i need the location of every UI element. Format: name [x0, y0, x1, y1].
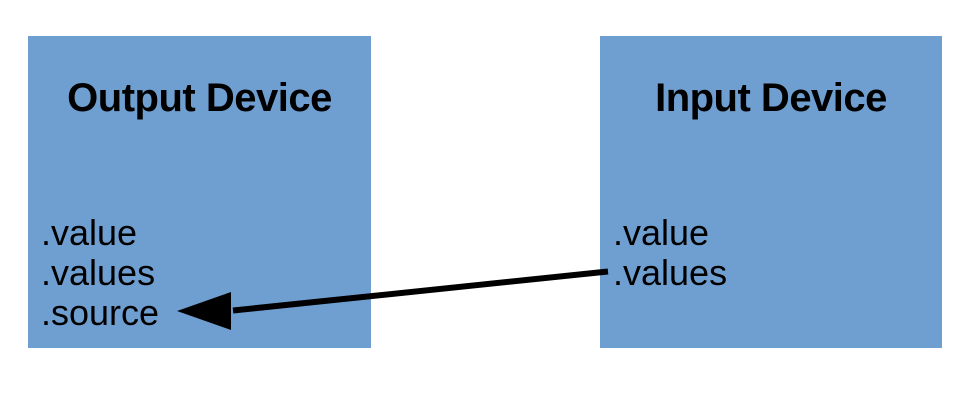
output-device-property-list: .value .values .source: [41, 213, 159, 333]
list-item: .values: [41, 252, 156, 293]
input-device-box[interactable]: Input Device .value .values: [600, 36, 942, 348]
input-device-property-list: .value .values: [613, 213, 727, 293]
output-device-box[interactable]: Output Device .value .values .source: [28, 36, 371, 348]
list-item: .value: [41, 212, 138, 253]
input-device-title: Input Device: [655, 76, 887, 120]
list-item: .value: [613, 212, 710, 253]
output-device-title: Output Device: [67, 76, 332, 120]
list-item: .source: [41, 292, 160, 333]
list-item: .values: [613, 252, 728, 293]
